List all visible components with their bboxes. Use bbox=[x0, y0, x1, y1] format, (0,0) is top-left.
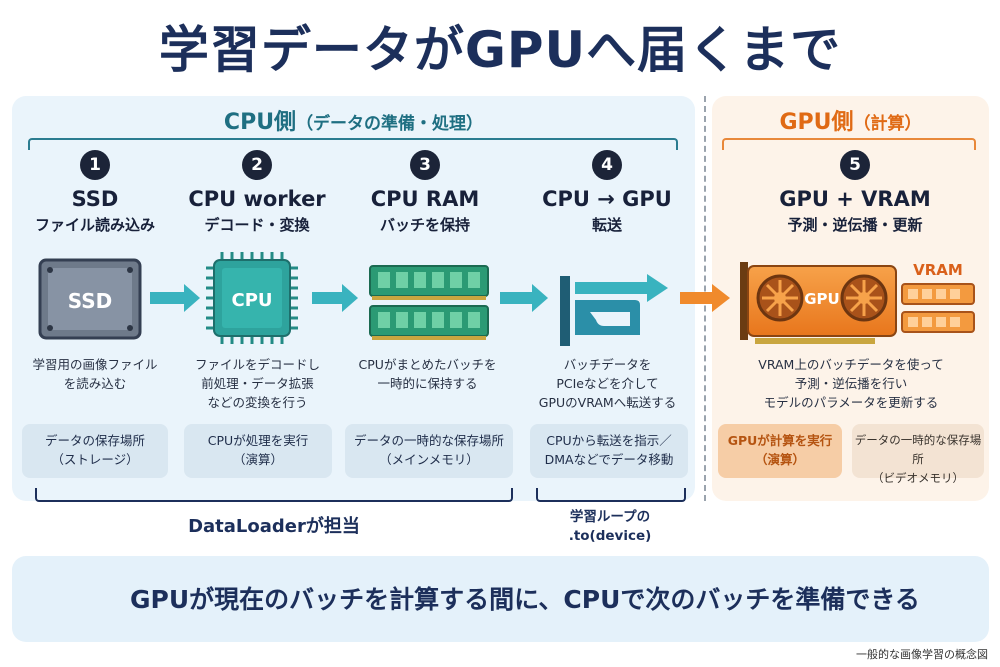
step-name: CPU worker bbox=[188, 187, 326, 211]
box-line: データの一時的な保存場所 bbox=[353, 433, 504, 448]
box-line: CPUが処理を実行 bbox=[207, 433, 309, 448]
box-line: （メインメモリ） bbox=[379, 452, 479, 467]
dataloader-bracket bbox=[35, 488, 513, 502]
box-line: データの保存場所 bbox=[44, 433, 145, 448]
arrow-right-icon bbox=[150, 284, 200, 312]
desc-line: 予測・逆伝播を行い bbox=[794, 376, 908, 391]
vram-info-box: データの一時的な保存場所 （ビデオメモリ） bbox=[852, 424, 984, 485]
cpu-chip-icon: CPU bbox=[206, 252, 298, 344]
step-cpu-ram: 3 CPU RAM バッチを保持 bbox=[350, 150, 500, 235]
pcie-transfer-icon bbox=[560, 274, 668, 346]
summary-banner bbox=[12, 556, 989, 642]
desc-line: モデルのパラメータを更新する bbox=[763, 395, 939, 410]
box-line: GPUが計算を実行 bbox=[727, 433, 833, 448]
step-ssd: 1 SSD ファイル読み込み bbox=[25, 150, 165, 235]
arrow-right-icon bbox=[312, 284, 358, 312]
loop-label-line: .to(device) bbox=[568, 528, 652, 544]
gpu-icon-label: GPU bbox=[804, 290, 840, 308]
step-subtitle: 予測・逆伝播・更新 bbox=[787, 216, 923, 234]
cpu-ram-info-box: データの一時的な保存場所 （メインメモリ） bbox=[345, 424, 513, 478]
box-line: データの一時的な保存場所 bbox=[854, 433, 982, 466]
box-line: （ビデオメモリ） bbox=[872, 471, 964, 485]
transfer-info-box: CPUから転送を指示／ DMAなどでデータ移動 bbox=[530, 424, 688, 478]
step-name: CPU → GPU bbox=[542, 187, 672, 211]
step-name: GPU + VRAM bbox=[779, 187, 931, 211]
cpu-worker-info-box: CPUが処理を実行 （演算） bbox=[184, 424, 332, 478]
gpu-section-subtitle: （計算） bbox=[853, 114, 922, 134]
gpu-section-bracket bbox=[722, 138, 976, 150]
desc-line: バッチデータを bbox=[563, 357, 652, 372]
dataloader-label: DataLoaderが担当 bbox=[188, 516, 360, 537]
step-number: 1 bbox=[80, 150, 110, 180]
vram-icon: VRAM bbox=[901, 261, 975, 333]
step-subtitle: 転送 bbox=[591, 216, 622, 234]
step-name: CPU RAM bbox=[370, 187, 480, 211]
arrow-right-orange-icon bbox=[680, 284, 730, 312]
cpu-section-bracket bbox=[28, 138, 678, 150]
cpu-icon-label: CPU bbox=[231, 290, 272, 311]
step-number: 5 bbox=[840, 150, 870, 180]
step-cpu-worker-description: ファイルをデコードし 前処理・データ拡張 などの変換を行う bbox=[180, 355, 335, 412]
cpu-section-subtitle: （データの準備・処理） bbox=[296, 114, 484, 134]
step-subtitle: デコード・変換 bbox=[204, 216, 310, 234]
step-gpu-vram: 5 GPU + VRAM 予測・逆伝播・更新 bbox=[730, 150, 980, 235]
step-number: 4 bbox=[592, 150, 622, 180]
gpu-section-title: GPU側（計算） bbox=[712, 104, 989, 136]
desc-line: 学習用の画像ファイル bbox=[32, 357, 158, 372]
step-transfer: 4 CPU → GPU 転送 bbox=[527, 150, 687, 235]
arrow-right-icon bbox=[500, 284, 548, 312]
step-cpu-ram-description: CPUがまとめたバッチを 一時的に保持する bbox=[345, 355, 510, 393]
summary-banner-text: GPUが現在のバッチを計算する間に、CPUで次のバッチを準備できる bbox=[130, 585, 920, 614]
step-cpu-worker: 2 CPU worker デコード・変換 bbox=[182, 150, 332, 235]
desc-line: CPUがまとめたバッチを bbox=[358, 357, 497, 372]
loop-label-line: 学習ループの bbox=[569, 509, 651, 525]
figure-caption: 一般的な画像学習の概念図 bbox=[856, 648, 988, 661]
step-subtitle: バッチを保持 bbox=[379, 216, 470, 234]
step-subtitle: ファイル読み込み bbox=[34, 216, 155, 234]
page-title: 学習データがGPUへ届くまで bbox=[158, 21, 842, 79]
desc-line: GPUのVRAMへ転送する bbox=[538, 395, 677, 410]
box-line: DMAなどでデータ移動 bbox=[544, 452, 674, 467]
box-line: （演算） bbox=[232, 452, 283, 467]
box-line: CPUから転送を指示／ bbox=[546, 433, 672, 448]
cpu-section-title: CPU側（データの準備・処理） bbox=[12, 104, 695, 136]
desc-line: PCIeなどを介して bbox=[556, 376, 659, 391]
vram-label: VRAM bbox=[913, 261, 963, 279]
gpu-card-icon: GPU bbox=[740, 262, 897, 344]
desc-line: 前処理・データ拡張 bbox=[201, 376, 314, 391]
step-name: SSD bbox=[71, 187, 119, 211]
box-line: （演算） bbox=[754, 452, 805, 467]
step-number: 3 bbox=[410, 150, 440, 180]
desc-line: を読み込む bbox=[63, 376, 127, 391]
desc-line: などの変換を行う bbox=[207, 395, 308, 410]
step-number: 2 bbox=[242, 150, 272, 180]
desc-line: VRAM上のバッチデータを使って bbox=[758, 357, 944, 372]
cpu-section-title-text: CPU側 bbox=[223, 110, 297, 135]
training-loop-bracket bbox=[536, 488, 686, 502]
ssd-icon: SSD bbox=[38, 258, 142, 340]
gpu-section-title-text: GPU側 bbox=[779, 110, 854, 135]
ssd-info-box: データの保存場所 （ストレージ） bbox=[22, 424, 168, 478]
desc-line: ファイルをデコードし bbox=[194, 357, 320, 372]
box-line: （ストレージ） bbox=[51, 452, 139, 467]
step-transfer-description: バッチデータを PCIeなどを介して GPUのVRAMへ転送する bbox=[525, 355, 690, 412]
desc-line: 一時的に保持する bbox=[377, 376, 478, 391]
training-loop-label: 学習ループの .to(device) bbox=[530, 508, 690, 546]
ssd-icon-label: SSD bbox=[68, 289, 113, 313]
gpu-compute-info-box: GPUが計算を実行 （演算） bbox=[718, 424, 842, 478]
step-gpu-description: VRAM上のバッチデータを使って 予測・逆伝播を行い モデルのパラメータを更新す… bbox=[722, 355, 980, 412]
step-ssd-description: 学習用の画像ファイル を読み込む bbox=[20, 355, 170, 393]
ram-module-icon bbox=[369, 265, 489, 340]
